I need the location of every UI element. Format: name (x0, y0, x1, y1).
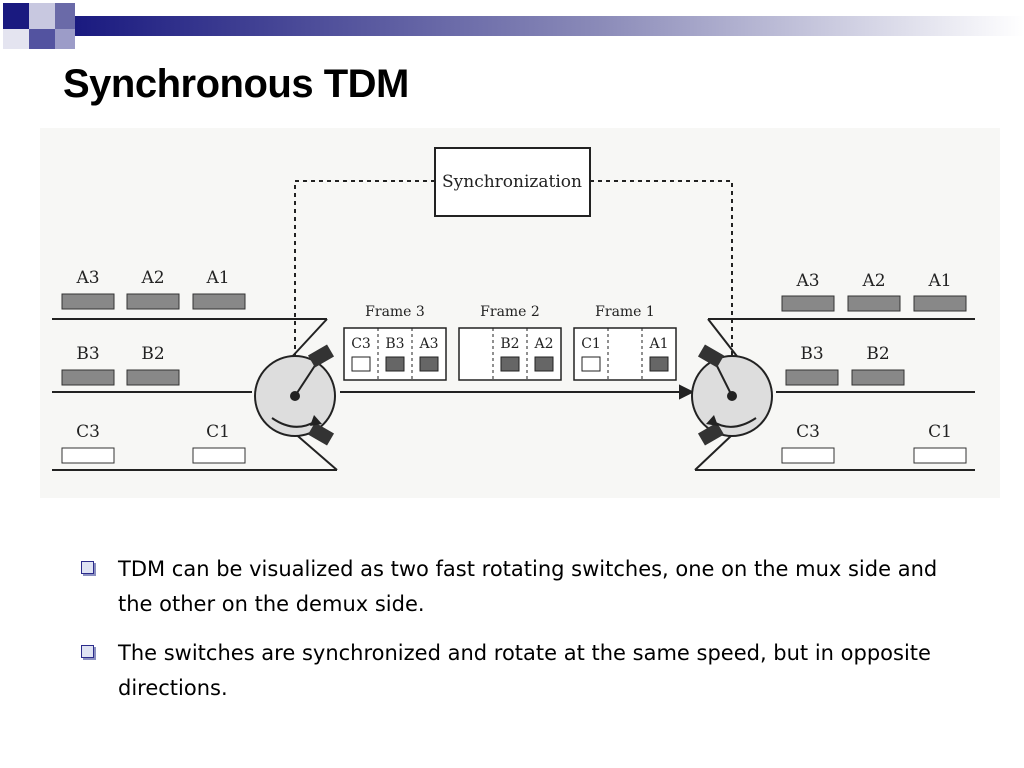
square-decoration (3, 3, 29, 29)
svg-text:A3: A3 (418, 336, 438, 352)
svg-text:B3: B3 (76, 344, 99, 364)
bullet-text: TDM can be visualized as two fast rotati… (118, 557, 938, 616)
square-bullet-icon (81, 561, 94, 574)
svg-text:A2: A2 (140, 268, 164, 288)
svg-text:Frame 1: Frame 1 (595, 304, 655, 320)
demux-output-row-b: B3 B2 (785, 344, 905, 386)
svg-text:Frame 2: Frame 2 (480, 304, 540, 320)
svg-text:C3: C3 (76, 422, 100, 442)
svg-text:A1: A1 (648, 336, 668, 352)
demux-output-row-c: C3 C1 (781, 422, 967, 464)
frame-1: Frame 1 C1 A1 (573, 304, 677, 381)
mux-input-row-c: C3 C1 (61, 422, 246, 464)
svg-text:C3: C3 (796, 422, 820, 442)
svg-text:B3: B3 (800, 344, 823, 364)
svg-text:C1: C1 (928, 422, 952, 442)
mux-switch (254, 344, 336, 446)
svg-text:A3: A3 (795, 271, 819, 291)
slide-title: Synchronous TDM (63, 62, 409, 106)
svg-text:C3: C3 (351, 336, 371, 352)
svg-text:A2: A2 (861, 271, 885, 291)
sync-lines (294, 180, 733, 396)
svg-text:C1: C1 (581, 336, 601, 352)
header-gradient-bar (3, 3, 1024, 49)
svg-text:C1: C1 (206, 422, 230, 442)
svg-text:B3: B3 (385, 336, 404, 352)
demux-switch (691, 344, 773, 446)
header-decoration (0, 0, 1024, 52)
bullet-list: TDM can be visualized as two fast rotati… (78, 552, 958, 720)
svg-text:A3: A3 (75, 268, 99, 288)
svg-text:Frame 3: Frame 3 (365, 304, 425, 320)
bullet-text: The switches are synchronized and rotate… (118, 641, 931, 700)
tdm-diagram: Synchronization (40, 128, 1000, 498)
sync-label: Synchronization (442, 172, 582, 192)
svg-text:A2: A2 (533, 336, 553, 352)
svg-text:B2: B2 (866, 344, 889, 364)
bullet-item: The switches are synchronized and rotate… (78, 636, 958, 706)
mux-input-row-a: A3 A2 A1 (61, 268, 246, 310)
svg-text:A1: A1 (927, 271, 951, 291)
svg-text:B2: B2 (141, 344, 164, 364)
demux-lines (694, 318, 975, 471)
bullet-item: TDM can be visualized as two fast rotati… (78, 552, 958, 622)
svg-text:A1: A1 (205, 268, 229, 288)
frame-2: Frame 2 B2 A2 (458, 304, 562, 381)
synchronization-box: Synchronization (434, 147, 591, 217)
demux-output-row-a: A3 A2 A1 (781, 271, 967, 312)
frame-3: Frame 3 C3 B3 A3 (343, 304, 447, 381)
mux-input-row-b: B3 B2 (61, 344, 180, 386)
square-bullet-icon (81, 645, 94, 658)
svg-text:B2: B2 (500, 336, 519, 352)
